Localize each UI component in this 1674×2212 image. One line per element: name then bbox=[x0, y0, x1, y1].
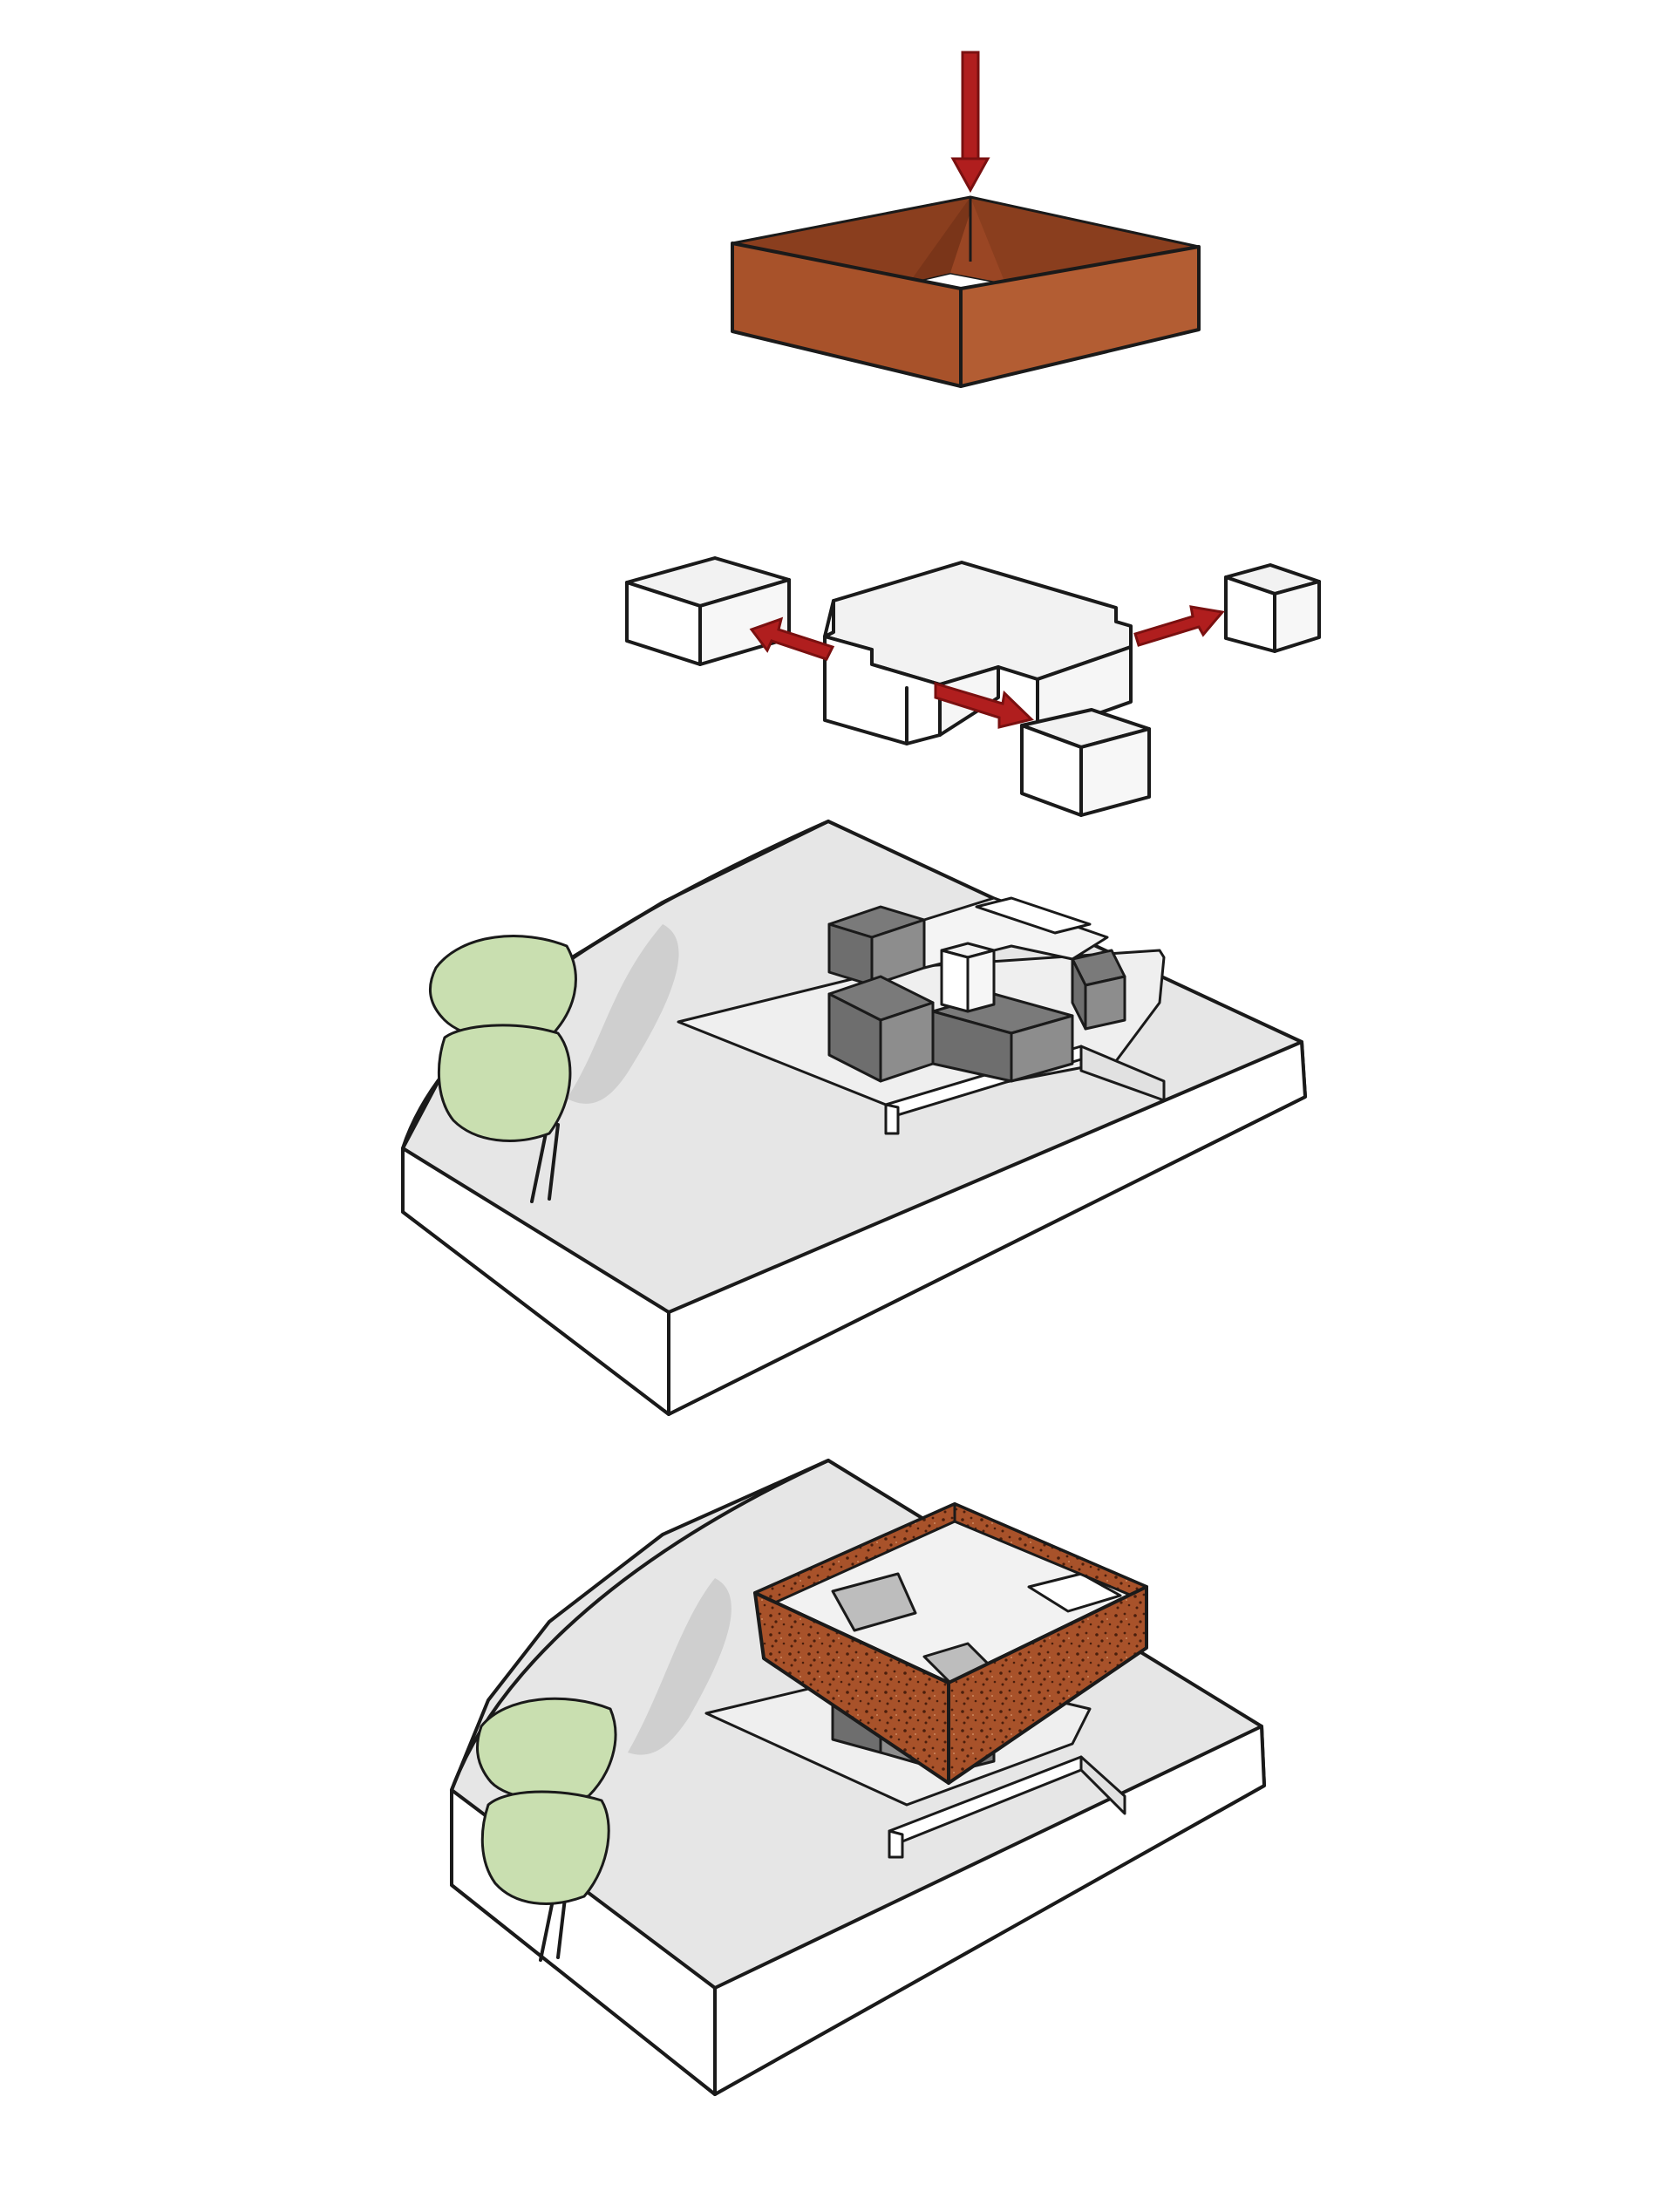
box-right bbox=[1224, 563, 1321, 653]
arrow-icon bbox=[749, 616, 835, 661]
arrow-icon bbox=[1133, 605, 1225, 647]
perforated-ring-front-right bbox=[947, 1585, 1148, 1785]
ring-front-right bbox=[959, 245, 1201, 388]
arrow-icon bbox=[934, 681, 1034, 729]
arrow-icon bbox=[950, 51, 990, 194]
tree-icon bbox=[476, 1697, 617, 1962]
cross-volume bbox=[823, 561, 1133, 745]
tree-icon bbox=[428, 935, 577, 1203]
ring-inner-wall-left bbox=[909, 197, 970, 282]
box-bottom bbox=[1020, 708, 1151, 817]
site-side-right-final bbox=[713, 1725, 1266, 2096]
ring-inner-wall-right bbox=[950, 197, 1005, 283]
site-side-right bbox=[667, 1040, 1307, 1416]
stage-3-site bbox=[401, 820, 1307, 1416]
stage-4-final-assembly bbox=[450, 1459, 1266, 2096]
stage-2-cross-volume bbox=[625, 556, 1321, 817]
stage-1-corten-ring bbox=[731, 51, 1201, 388]
